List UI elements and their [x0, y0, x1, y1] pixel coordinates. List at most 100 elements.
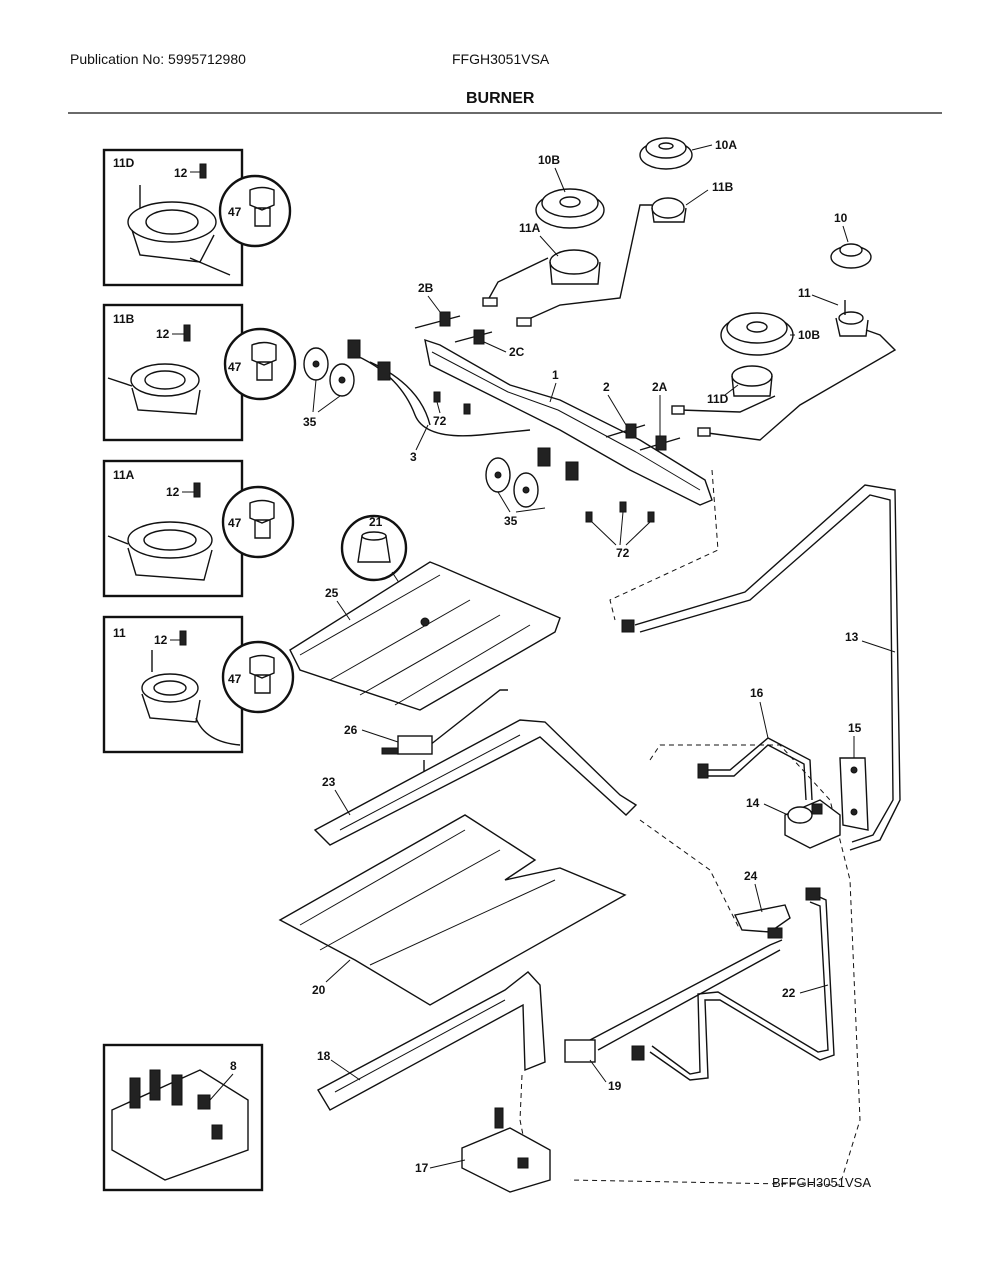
diagram-code: BFFGH3051VSA: [772, 1175, 871, 1190]
callout-2: 2: [603, 380, 610, 394]
orifice-icon: [249, 499, 275, 539]
callout-26: 26: [344, 723, 358, 737]
callout-10b-right: 10B: [798, 328, 820, 342]
model-number: FFGH3051VSA: [452, 51, 550, 67]
inset-11b: 11B 12 47: [102, 303, 297, 442]
callout-11: 11: [798, 286, 811, 300]
tube-22-inner: [651, 901, 829, 1075]
screw-label: 12: [166, 485, 180, 499]
inset-11a: 11A 12 47: [102, 459, 295, 598]
orifice-icon: [251, 341, 277, 381]
burner-cap-10a: [639, 137, 693, 170]
callout-35-bottom: 35: [504, 514, 518, 528]
orifice-icon: [249, 186, 275, 227]
inset-title: 11D: [113, 156, 135, 170]
callout-11d-right: 11D: [707, 392, 729, 406]
safety-valve-17: [461, 1107, 551, 1193]
burner-base-11: [835, 300, 869, 337]
screw-label: 12: [156, 327, 170, 341]
callout-3: 3: [410, 450, 417, 464]
callout-19: 19: [608, 1079, 622, 1093]
burner-base-11d: [731, 365, 773, 397]
callout-1: 1: [552, 368, 559, 382]
gas-line-13-inner: [639, 494, 894, 843]
fitting: [482, 297, 498, 307]
callout-16: 16: [750, 686, 764, 700]
manifold-1: [424, 338, 713, 506]
bracket-15: [839, 757, 869, 831]
assembly-guide: [639, 819, 741, 931]
callout-13: 13: [845, 630, 859, 644]
fitting: [697, 427, 711, 437]
broil-burner-18: [317, 971, 546, 1111]
bake-burner-23: [313, 719, 638, 846]
spreader-25: [289, 561, 561, 711]
valve-2b: [414, 311, 461, 329]
screw-icon: [183, 324, 191, 342]
callout-72-bottom: 72: [616, 546, 630, 560]
screws-72: [433, 391, 655, 523]
inset-title: 11A: [113, 468, 135, 482]
callout-72-top: 72: [433, 414, 447, 428]
valve-2: [605, 423, 646, 439]
screw-label: 12: [174, 166, 188, 180]
tube-22: [649, 894, 835, 1081]
gas-tube-11: [699, 329, 897, 441]
knob-seal-35-top: [303, 347, 355, 397]
orifice-detail-21: [340, 514, 426, 623]
ignition-harness-3: [347, 339, 579, 481]
fitting-24: [733, 904, 791, 939]
callout-17: 17: [415, 1161, 429, 1175]
callout-11a-top: 11A: [519, 221, 541, 235]
inset-11: 11 12 47: [102, 615, 295, 754]
callout-2a: 2A: [652, 380, 668, 394]
valve-2c: [454, 329, 493, 345]
spark-module-8: [102, 1043, 264, 1192]
screw-icon: [193, 482, 201, 498]
callout-22: 22: [782, 986, 796, 1000]
baffle-20: [278, 814, 627, 1006]
burner-base-11a: [549, 249, 601, 285]
cap-label: 47: [228, 205, 242, 219]
callout-21: 21: [369, 515, 383, 529]
cap-label: 47: [228, 360, 242, 374]
callout-24: 24: [744, 869, 758, 883]
burner-head-10b-top: [535, 188, 605, 229]
fitting: [671, 405, 685, 415]
cap-label: 47: [228, 516, 242, 530]
callout-23: 23: [322, 775, 336, 789]
knob-seal-35-bottom: [485, 457, 539, 508]
fitting: [516, 317, 532, 327]
thermostat-valve-19: [564, 939, 783, 1063]
callout-15: 15: [848, 721, 862, 735]
screw-icon: [179, 630, 187, 646]
inset-11d: 11D 12 47: [102, 148, 292, 287]
cap-label: 47: [228, 672, 242, 686]
callout-18: 18: [317, 1049, 331, 1063]
inset-title: 11B: [113, 312, 135, 326]
orifice-icon: [249, 654, 275, 694]
burner-head-10b-right: [720, 312, 794, 356]
gas-tube-11d: [679, 395, 776, 413]
callout-25: 25: [325, 586, 339, 600]
burner-base-11b: [651, 197, 687, 223]
inset-title: 11: [113, 626, 126, 640]
callout-8: 8: [230, 1059, 237, 1073]
gas-line-13: [634, 484, 901, 851]
callout-11b-top: 11B: [712, 180, 734, 194]
callout-2b: 2B: [418, 281, 434, 295]
assembly-guide: [519, 1074, 531, 1171]
page-title: BURNER: [466, 90, 535, 107]
assembly-guide: [569, 744, 861, 1186]
gas-tube-11b: [521, 204, 652, 323]
callout-20: 20: [312, 983, 326, 997]
callout-35-top: 35: [303, 415, 317, 429]
screw-icon: [199, 163, 207, 179]
callout-10: 10: [834, 211, 848, 225]
tube-16-inner: [704, 744, 807, 801]
assembly-guide: [609, 469, 719, 621]
callout-10a: 10A: [715, 138, 737, 152]
burner-cap-10: [830, 243, 872, 269]
inset-frame: [102, 148, 244, 287]
